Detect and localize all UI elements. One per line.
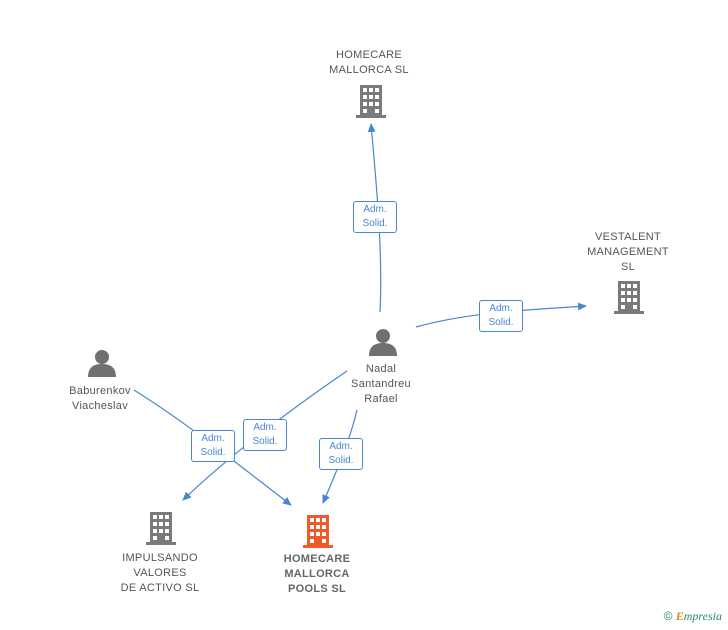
node-homecare-mallorca-pools-sl[interactable]: HOMECARE MALLORCA POOLS SL (283, 553, 351, 595)
relation-badge[interactable]: Adm. Solid. (353, 201, 397, 233)
person-icon (369, 329, 397, 356)
empresia-logo: Empresia (675, 609, 722, 623)
copyright-icon: © (663, 609, 673, 623)
copyright-brand: © Empresia (664, 609, 722, 624)
building-icon (356, 85, 386, 118)
building-icon (146, 512, 176, 545)
relation-type: Solid. (488, 317, 514, 328)
relation-role: Adm. (201, 433, 225, 444)
relation-role: Adm. (489, 303, 513, 314)
node-impulsando-valores-de-activo-sl[interactable]: IMPULSANDO VALORES DE ACTIVO SL (120, 552, 200, 594)
node-vestalent-management-sl[interactable]: VESTALENT MANAGEMENT SL (587, 231, 669, 273)
relation-type: Solid. (328, 455, 354, 466)
building-icon (303, 515, 333, 548)
person-icon (88, 350, 116, 377)
relation-role: Adm. (329, 441, 353, 452)
relation-badge[interactable]: Adm. Solid. (191, 430, 235, 462)
relation-type: Solid. (362, 218, 388, 229)
relation-badge[interactable]: Adm. Solid. (479, 300, 523, 332)
relation-role: Adm. (253, 422, 277, 433)
node-nadal-santandreu-rafael[interactable]: Nadal Santandreu Rafael (351, 363, 411, 405)
relation-badge[interactable]: Adm. Solid. (243, 419, 287, 451)
relation-type: Solid. (200, 447, 226, 458)
building-icon (614, 281, 644, 314)
relation-badge[interactable]: Adm. Solid. (319, 438, 363, 470)
relation-type: Solid. (252, 436, 278, 447)
relation-role: Adm. (363, 204, 387, 215)
node-baburenkov-viacheslav[interactable]: Baburenkov Viacheslav (69, 385, 131, 412)
node-homecare-mallorca-sl[interactable]: HOMECARE MALLORCA SL (329, 49, 409, 76)
